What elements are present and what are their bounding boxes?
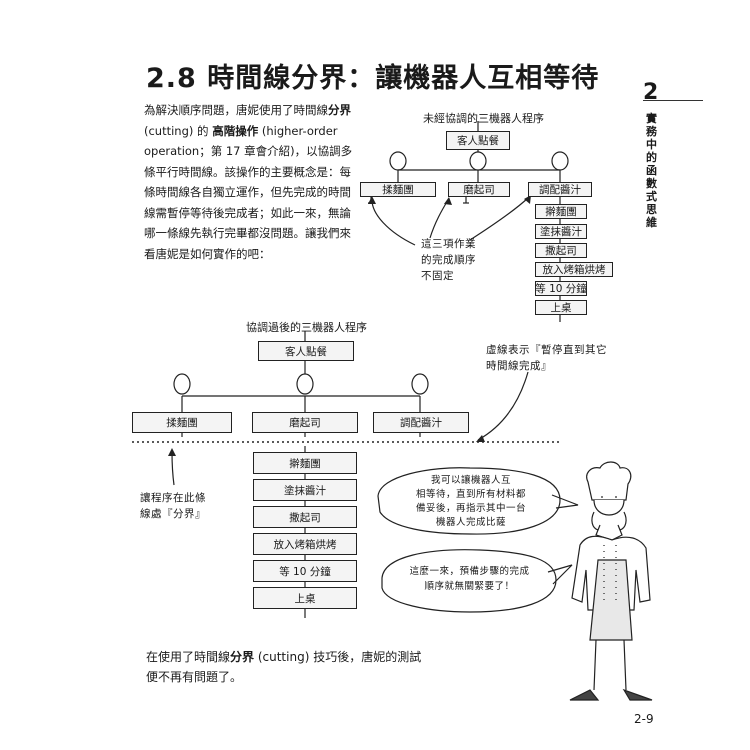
- intro-bold-2: 高階操作: [212, 123, 259, 138]
- diagram1-step-5: 等 10 分鐘: [535, 281, 587, 296]
- diagram1-label: 未經協調的三機器人程序: [423, 112, 544, 125]
- diagram2-label: 協調過後的三機器人程序: [246, 321, 367, 334]
- diagram1-robot3-box: 調配醬汁: [528, 182, 592, 197]
- bubble1-line-4: 機器人完成比薩: [435, 517, 506, 528]
- speech-bubble-1: 我可以讓機器人互 相等待，直到所有材料都 備妥後，再指示其中一台 機器人完成比薩: [396, 474, 546, 530]
- diagram1-robot1-box: 揉麵團: [360, 182, 436, 197]
- chapter-rule: [643, 100, 703, 101]
- intro-bold-1: 分界: [328, 103, 351, 117]
- bubble2-line-2: 順序就無關緊要了！: [424, 581, 515, 592]
- conclusion-bold: 分界: [230, 650, 255, 664]
- bubble1-line-1: 我可以讓機器人互: [430, 475, 511, 486]
- intro-paragraph: 為解決順序問題，唐妮使用了時間線分界 (cutting) 的 高階操作 (hig…: [144, 100, 356, 264]
- cut-note-line-2: 線處『分界』: [140, 508, 206, 520]
- diagram2-robot1-box: 揉麵團: [132, 412, 232, 433]
- diagram1-step-4: 放入烤箱烘烤: [535, 262, 613, 277]
- diagram2-step-1: 擀麵團: [253, 452, 357, 474]
- diagram1-robot2-box: 磨起司: [448, 182, 510, 197]
- cut-note-line-1: 讓程序在此條: [140, 492, 206, 504]
- diagram1-note-line-1: 這三項作業: [421, 238, 476, 250]
- chapter-number: 2: [643, 80, 659, 105]
- dotted-note-line-2: 時間線完成』: [486, 360, 552, 372]
- bubble1-line-2: 相等待，直到所有材料都: [415, 489, 526, 500]
- diagram1-step-1: 擀麵團: [535, 204, 587, 219]
- conclusion-text-2: (cutting) 技巧後，唐妮的測試: [254, 650, 422, 664]
- diagram2-dotted-note: 虛線表示『暫停直到其它 時間線完成』: [486, 342, 607, 374]
- diagram2-robot3-box: 調配醬汁: [373, 412, 469, 433]
- speech-bubble-2: 這麼一來，預備步驟的完成 順序就無關緊要了！: [392, 564, 547, 594]
- diagram1-note-line-3: 不固定: [421, 270, 454, 282]
- conclusion-paragraph: 在使用了時間線分界 (cutting) 技巧後，唐妮的測試 便不再有問題了。: [146, 647, 421, 687]
- diagram2-step-4: 放入烤箱烘烤: [253, 533, 357, 555]
- intro-text-3: (higher-order operation；第 17 章會介紹)，以協調多條…: [144, 123, 353, 261]
- diagram2-step-5: 等 10 分鐘: [253, 560, 357, 582]
- chapter-side-tab: 實務中的函數式思維: [646, 112, 657, 229]
- bubble1-line-3: 備妥後，再指示其中一台: [415, 503, 526, 514]
- bubble2-line-1: 這麼一來，預備步驟的完成: [409, 566, 530, 577]
- conclusion-text-3: 便不再有問題了。: [146, 670, 243, 684]
- diagram2-cut-note: 讓程序在此條 線處『分界』: [140, 490, 206, 522]
- conclusion-text-1: 在使用了時間線: [146, 650, 231, 664]
- diagram1-step-6: 上桌: [535, 300, 587, 315]
- diagram1-note: 這三項作業 的完成順序 不固定: [421, 236, 476, 284]
- diagram2-order-box: 客人點餐: [258, 341, 354, 361]
- intro-text-2: (cutting) 的: [144, 123, 213, 138]
- page-number: 2-9: [634, 712, 654, 726]
- page-title: 2.8 時間線分界：讓機器人互相等待: [146, 63, 600, 94]
- intro-text-1: 為解決順序問題，唐妮使用了時間線: [144, 103, 328, 117]
- diagram1-step-2: 塗抹醬汁: [535, 224, 587, 239]
- dotted-note-line-1: 虛線表示『暫停直到其它: [486, 344, 607, 356]
- diagram2-robot2-box: 磨起司: [252, 412, 358, 433]
- diagram1-note-line-2: 的完成順序: [421, 254, 476, 266]
- diagram1-step-3: 撒起司: [535, 243, 587, 258]
- diagram2-step-6: 上桌: [253, 587, 357, 609]
- diagram1-order-box: 客人點餐: [446, 131, 510, 150]
- diagram2-step-2: 塗抹醬汁: [253, 479, 357, 501]
- diagram2-step-3: 撒起司: [253, 506, 357, 528]
